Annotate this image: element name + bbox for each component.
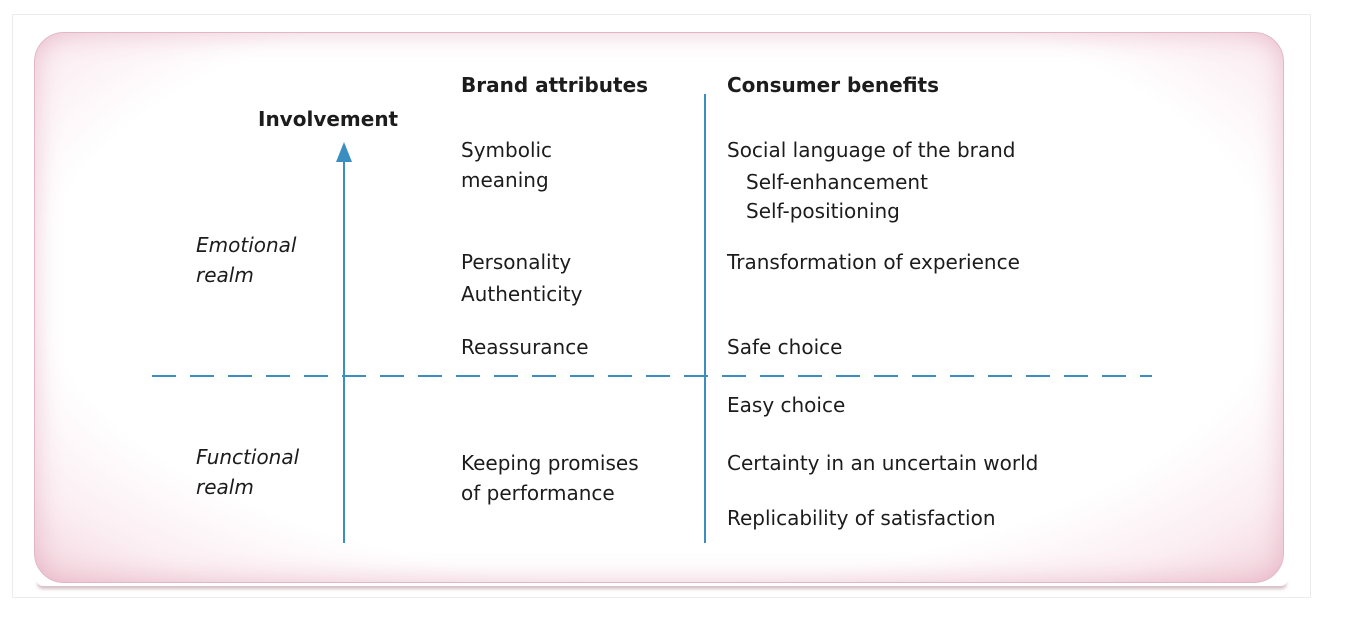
functional-realm-line1: Functional [196, 445, 300, 469]
emotional-realm-line1: Emotional [196, 233, 297, 257]
attribute-keeping-promises-line2: of performance [461, 481, 615, 505]
brand-attributes-header: Brand attributes [461, 73, 649, 97]
attribute-symbolic-line1: Symbolic [461, 138, 553, 162]
consumer-benefits-header: Consumer benefits [727, 73, 940, 97]
benefit-self-enhancement: Self-enhancement [746, 170, 928, 194]
benefit-replicability: Replicability of satisfaction [727, 506, 996, 530]
emotional-realm-line2: realm [196, 263, 254, 287]
benefit-transformation: Transformation of experience [727, 250, 1020, 274]
diagram-panel [34, 32, 1284, 583]
benefit-certainty: Certainty in an uncertain world [727, 451, 1039, 475]
image-frame [12, 14, 1311, 598]
benefit-self-positioning: Self-positioning [746, 199, 900, 223]
attribute-symbolic-line2: meaning [461, 168, 549, 192]
attribute-reassurance: Reassurance [461, 335, 589, 359]
benefit-social-language: Social language of the brand [727, 138, 1016, 162]
attribute-authenticity: Authenticity [461, 282, 583, 306]
benefit-safe-choice: Safe choice [727, 335, 843, 359]
attribute-keeping-promises-line1: Keeping promises [461, 451, 639, 475]
involvement-label: Involvement [258, 107, 399, 131]
benefit-easy-choice: Easy choice [727, 393, 846, 417]
functional-realm-line2: realm [196, 475, 254, 499]
attribute-personality: Personality [461, 250, 572, 274]
